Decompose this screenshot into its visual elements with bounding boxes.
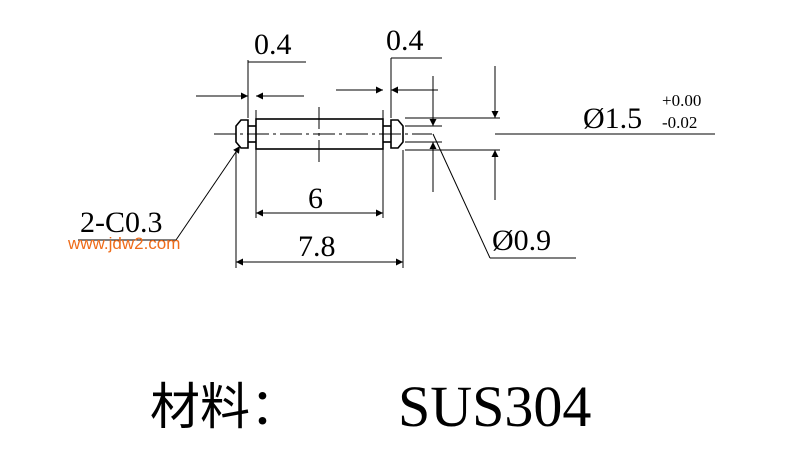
right-tip [390, 119, 404, 149]
dim-outer-diameter-tol-upper: +0.00 [662, 91, 701, 110]
material-label: 材料： [150, 378, 300, 436]
left-tip [235, 119, 249, 149]
dim-outer-diameter: Ø1.5 [583, 102, 642, 135]
material-value: SUS304 [398, 374, 591, 439]
watermark: www.jdw2.com [67, 234, 180, 253]
center-lines [214, 107, 432, 162]
dim-neck-diameter: Ø0.9 [492, 224, 551, 257]
dim-right-chamfer-width: 0.4 [386, 24, 424, 57]
dim-body-length: 6 [308, 182, 323, 215]
dimension-lines [78, 57, 715, 266]
dim-total-length: 7.8 [298, 230, 336, 263]
dim-left-chamfer-width: 0.4 [254, 28, 292, 61]
dim-outer-diameter-tol-lower: -0.02 [662, 113, 697, 132]
dim-chamfer: 2-C0.3 [80, 206, 163, 239]
